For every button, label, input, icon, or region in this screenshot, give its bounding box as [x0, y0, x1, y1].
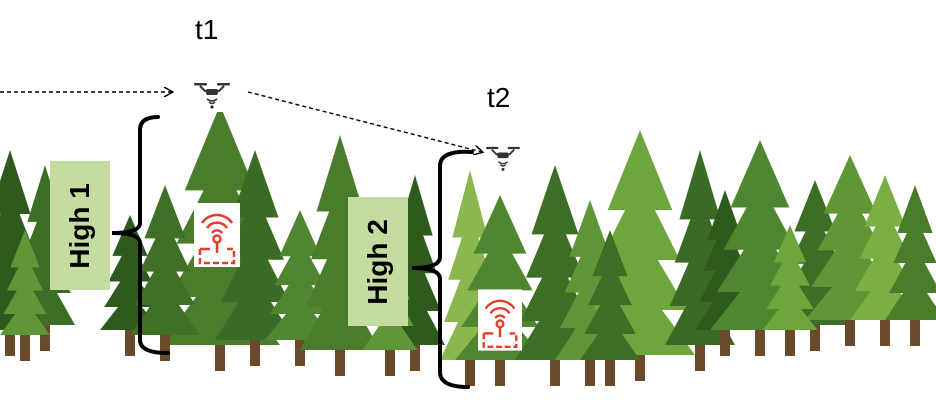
height-2-label: High 2 [362, 218, 393, 305]
tree-canopy [3, 276, 47, 314]
tree-canopy [592, 230, 628, 277]
tree-trunk [5, 318, 15, 356]
drone-icon [192, 80, 232, 112]
time-label-t2: t2 [487, 82, 511, 113]
tree-canopy [889, 245, 936, 293]
tree-trunk [550, 348, 560, 386]
wireless-sensor-icon [194, 203, 240, 267]
tree-canopy [448, 212, 492, 280]
tree-trunk [295, 328, 305, 366]
height-1-box: High 1 [50, 161, 110, 290]
height-1-bracket [111, 115, 170, 355]
tree-canopy [823, 155, 877, 214]
tree-canopy [467, 231, 533, 291]
tree-trunk [20, 323, 30, 361]
tree-canopy [10, 230, 40, 268]
tree-canopy [231, 150, 279, 218]
tree-canopy [316, 135, 364, 212]
tree-canopy [703, 221, 747, 271]
tree-canopy [279, 210, 321, 257]
tree-canopy [526, 208, 584, 278]
tree-canopy [893, 215, 936, 263]
tree-canopy [859, 207, 911, 259]
tree-canopy [789, 212, 841, 264]
tree-trunk [720, 318, 730, 356]
tree-trunk [495, 348, 505, 386]
tree-canopy [300, 278, 380, 350]
tree-trunk [335, 338, 345, 376]
tree-canopy [773, 225, 807, 263]
tree-trunk [755, 318, 765, 356]
height-2-box: High 2 [348, 197, 408, 326]
tree-trunk [880, 308, 890, 346]
tree-canopy [770, 248, 810, 286]
tree-canopy [6, 253, 44, 291]
tree-canopy [885, 275, 936, 320]
tree-canopy [130, 285, 200, 335]
tree-trunk [785, 318, 795, 356]
drone-icon [484, 144, 522, 174]
tree-trunk [845, 308, 855, 346]
tree-trunk [385, 338, 395, 376]
tree-canopy [730, 140, 790, 208]
tree-trunk [695, 333, 705, 371]
tree-trunk [410, 333, 420, 371]
tree-canopy [520, 251, 590, 321]
wireless-sensor-icon [478, 289, 522, 351]
tree-trunk [125, 318, 135, 356]
tree-canopy [607, 130, 673, 210]
tree-trunk [910, 308, 920, 346]
tree-canopy [531, 165, 579, 235]
tree-canopy [139, 218, 191, 272]
tree-canopy [362, 310, 418, 350]
tree-canopy [584, 287, 636, 334]
tree-canopy [723, 182, 797, 250]
tree-canopy [674, 193, 726, 263]
tree-trunk [465, 348, 475, 386]
tree-canopy [220, 234, 290, 302]
time-label-t1: t1 [195, 14, 219, 45]
tree-canopy [0, 300, 50, 335]
tree-canopy [817, 191, 883, 251]
tree-canopy [766, 271, 814, 309]
flight-path-arrow-t1-to-t2 [247, 91, 482, 152]
tree-trunk [810, 313, 820, 351]
tree-canopy [144, 185, 186, 239]
tree-canopy [452, 170, 488, 238]
height-1-label: High 1 [64, 182, 95, 269]
tree-trunk [215, 333, 225, 371]
tree-canopy [794, 180, 836, 232]
tree-canopy [184, 105, 256, 191]
tree-canopy [762, 295, 818, 330]
tree-canopy [580, 316, 640, 360]
tree-canopy [600, 180, 680, 260]
tree-canopy [897, 185, 933, 233]
tree-canopy [134, 251, 196, 305]
tree-canopy [679, 150, 721, 220]
tree-canopy [569, 200, 611, 257]
tree-trunk [585, 348, 595, 386]
height-2-bracket [411, 149, 474, 389]
tree-canopy [226, 192, 284, 260]
tree-trunk [635, 343, 645, 381]
tree-canopy [864, 175, 906, 227]
tree-trunk [250, 328, 260, 366]
tree-canopy [473, 195, 527, 254]
tree-canopy [588, 258, 632, 306]
tree-trunk [160, 323, 170, 361]
tree-canopy [215, 276, 295, 340]
tree-canopy [274, 238, 326, 286]
tree-canopy [707, 190, 743, 240]
tree-trunk [605, 348, 615, 386]
